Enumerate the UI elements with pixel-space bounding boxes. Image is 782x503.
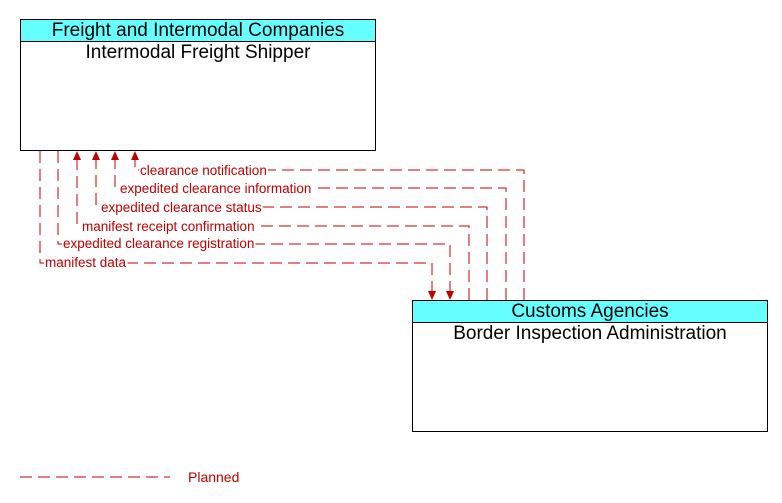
flow-label-background bbox=[62, 236, 256, 251]
flow-label-expedited-clearance-status: expedited clearance status bbox=[101, 200, 262, 215]
border-inspection-administration-box[interactable]: Customs Agencies Border Inspection Admin… bbox=[412, 300, 768, 432]
flow-label-expedited-clearance-registration: expedited clearance registration bbox=[63, 236, 254, 251]
freight-intermodal-companies-header: Freight and Intermodal Companies bbox=[21, 20, 375, 42]
flow-expedited-clearance-registration[interactable]: expedited clearance registration bbox=[57, 151, 454, 300]
flow-manifest-receipt-confirmation[interactable]: manifest receipt confirmation bbox=[73, 151, 470, 300]
border-inspection-administration-title: Border Inspection Administration bbox=[453, 323, 727, 344]
flow-expedited-clearance-information[interactable]: expedited clearance information bbox=[111, 151, 507, 300]
flow-clearance-notification[interactable]: clearance notification bbox=[131, 151, 525, 300]
flow-manifest-data[interactable]: manifest data bbox=[39, 151, 436, 300]
flow-label-expedited-clearance-information: expedited clearance information bbox=[120, 181, 311, 196]
flow-label-background bbox=[119, 181, 313, 196]
intermodal-freight-shipper-title: Intermodal Freight Shipper bbox=[85, 42, 311, 63]
intermodal-freight-shipper-box[interactable]: Freight and Intermodal Companies Intermo… bbox=[20, 19, 376, 151]
flow-label-background bbox=[100, 200, 263, 215]
flow-label-background bbox=[44, 255, 128, 270]
flow-label-background bbox=[139, 163, 268, 178]
customs-agencies-header: Customs Agencies bbox=[413, 301, 767, 323]
flow-expedited-clearance-status[interactable]: expedited clearance status bbox=[92, 151, 488, 300]
flow-label-manifest-receipt-confirmation: manifest receipt confirmation bbox=[82, 219, 255, 234]
flow-label-clearance-notification: clearance notification bbox=[140, 163, 267, 178]
legend: Planned bbox=[20, 469, 239, 485]
flow-label-background bbox=[81, 219, 256, 234]
flow-label-manifest-data: manifest data bbox=[45, 255, 127, 270]
legend-planned-label: Planned bbox=[188, 469, 239, 485]
